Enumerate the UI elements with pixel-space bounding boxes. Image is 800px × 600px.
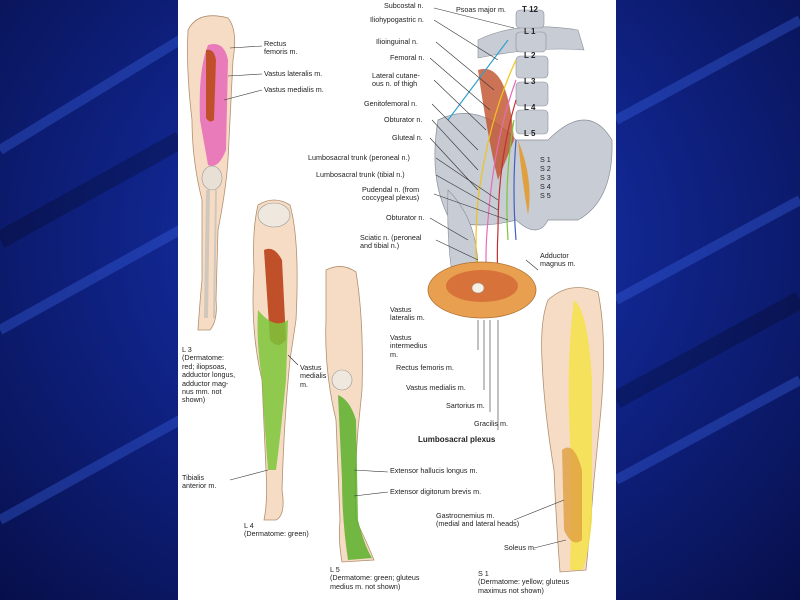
anatomy-drawing [187, 7, 613, 573]
label-vastus-intermedius: Vastus intermedius m. [390, 333, 428, 359]
label-l4-caption: L 4 (Dermatome: green) [244, 521, 309, 539]
label-gastrocnemius: Gastrocnemius m. (medial and lateral hea… [436, 511, 520, 529]
label-ilioinguinal: Ilioinguinal n. [376, 37, 418, 46]
label-s1: S 1 [540, 155, 551, 164]
label-vastus-medialis-top: Vastus medialis m. [264, 85, 324, 94]
label-vastus-lateralis-top: Vastus lateralis m. [264, 69, 323, 78]
label-l3: L 3 [524, 77, 536, 86]
l5-leg-figure [325, 266, 375, 563]
label-gluteal: Gluteal n. [392, 133, 423, 142]
label-vastus-lateralis-sec: Vastus lateralis m. [390, 305, 425, 323]
label-l2: L 2 [524, 51, 536, 60]
label-rectus-femoris: Rectus femoris m. [264, 39, 298, 57]
thigh-cross-section [427, 261, 537, 319]
label-tibialis-anterior: Tibialis anterior m. [182, 473, 217, 491]
label-rectus-femoris-sec: Rectus femoris m. [396, 363, 454, 372]
label-l1: L 1 [524, 27, 536, 36]
anatomy-illustration: Rectus femoris m. Vastus lateralis m. Va… [178, 0, 616, 600]
label-obturator-1: Obturator n. [384, 115, 423, 124]
label-femoral: Femoral n. [390, 53, 425, 62]
label-lumbosacral-peroneal: Lumbosacral trunk (peroneal n.) [308, 153, 410, 162]
label-genitofemoral: Genitofemoral n. [364, 99, 418, 108]
label-s3: S 3 [540, 173, 551, 182]
label-obturator-2: Obturator n. [386, 213, 425, 222]
label-s2: S 2 [540, 164, 551, 173]
label-gracilis: Gracilis m. [474, 419, 508, 428]
label-extensor-hallucis: Extensor hallucis longus m. [390, 466, 478, 475]
leader-lines [223, 7, 567, 549]
label-l4: L 4 [524, 103, 536, 112]
label-soleus: Soleus m. [504, 543, 536, 552]
label-vastus-medialis-sec: Vastus medialis m. [406, 383, 466, 392]
label-pudendal: Pudendal n. (from coccygeal plexus) [362, 185, 420, 203]
label-t12: T 12 [522, 5, 539, 14]
label-s4: S 4 [540, 182, 551, 191]
label-l5-caption: L 5 (Dermatome: green; gluteus medius m.… [330, 565, 420, 591]
s1-leg-figure [541, 287, 604, 573]
label-l3-caption: L 3 (Dermatome: red; iliopsoas, adductor… [182, 345, 236, 405]
label-lumbosacral-plexus: Lumbosacral plexus [418, 435, 496, 444]
label-extensor-digitorum: Extensor digitorum brevis m. [390, 487, 482, 496]
label-sartorius: Sartorius m. [446, 401, 485, 410]
label-subcostal: Subcostal n. [384, 1, 424, 10]
label-iliohypogastric: Iliohypogastric n. [370, 15, 424, 24]
label-adductor-magnus: Adductor magnus m. [540, 251, 576, 269]
label-s5: S 5 [540, 191, 551, 200]
label-psoas-major: Psoas major m. [456, 5, 506, 14]
l4-leg-figure [252, 199, 298, 521]
label-lateral-cutaneous: Lateral cutane- ous n. of thigh [372, 71, 420, 89]
label-lumbosacral-tibial: Lumbosacral trunk (tibial n.) [316, 170, 405, 179]
l3-leg-figure [187, 15, 236, 331]
label-s1-caption: S 1 (Dermatome: yellow; gluteus maximus … [478, 569, 570, 595]
label-l5: L 5 [524, 129, 536, 138]
label-sciatic: Sciatic n. (peroneal and tibial n.) [360, 233, 422, 251]
label-vastus-medialis-mid: Vastus medialis m. [300, 363, 327, 389]
